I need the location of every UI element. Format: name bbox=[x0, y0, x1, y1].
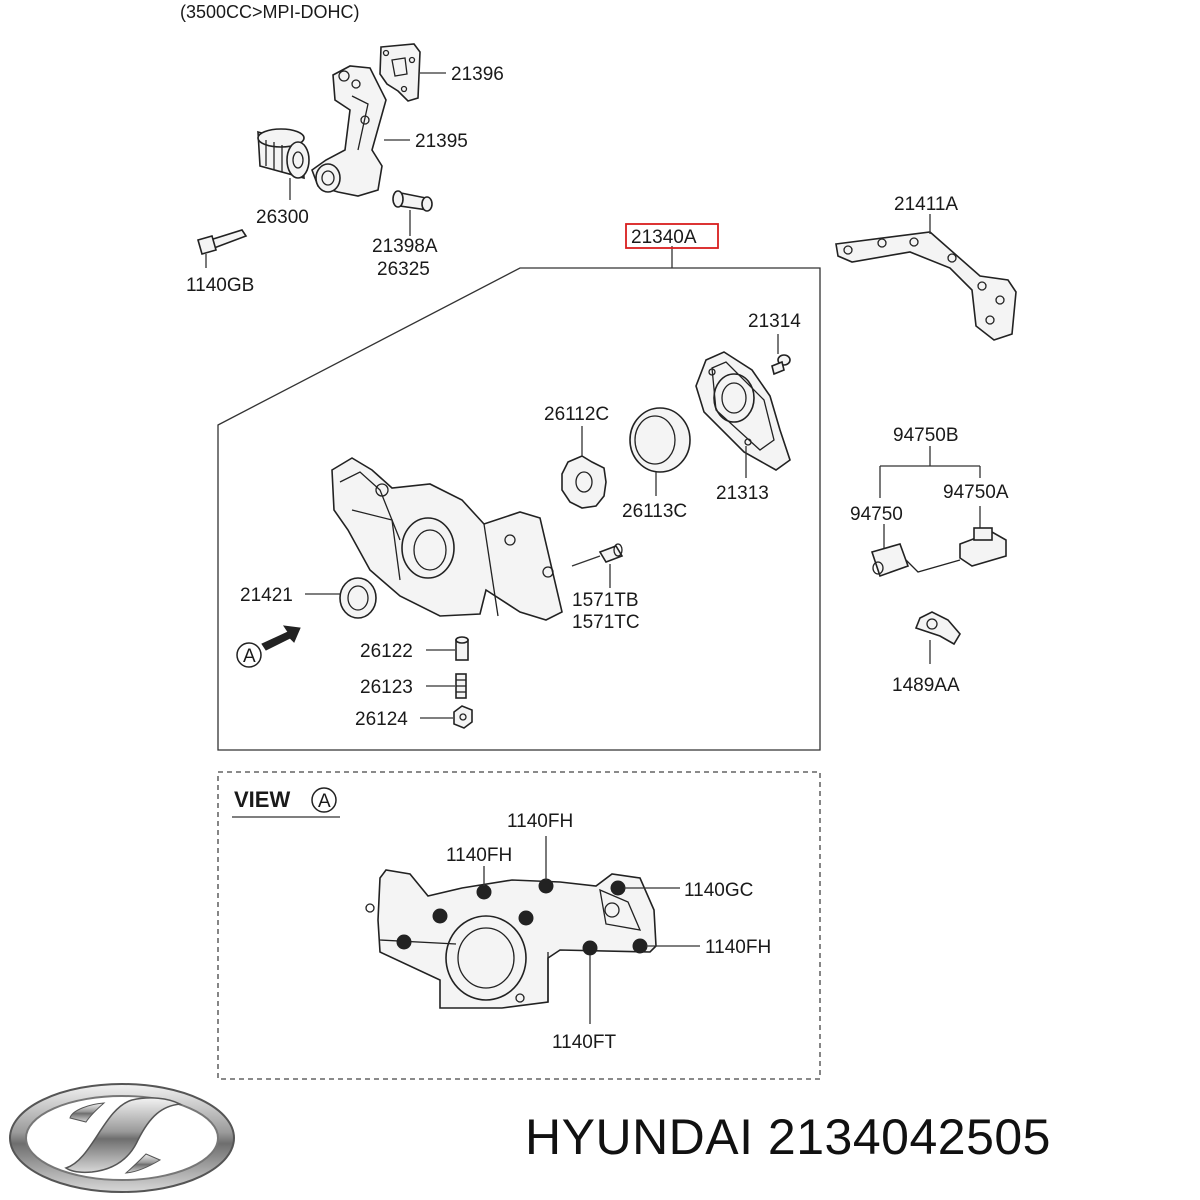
spring-26123-drawing bbox=[455, 673, 467, 699]
bracket-21395-drawing bbox=[311, 65, 387, 197]
sensor-94750-drawing bbox=[870, 527, 1007, 578]
part-26112c-label: 26112C bbox=[544, 404, 609, 425]
part-26123-label: 26123 bbox=[360, 677, 413, 698]
brand-part-number-caption: HYUNDAI 2134042505 bbox=[525, 1109, 1051, 1165]
sleeve-26122-drawing bbox=[455, 636, 469, 661]
pump-rear-view-drawing bbox=[365, 869, 657, 1009]
view-direction-arrow bbox=[261, 625, 301, 651]
view-title-marker-circle bbox=[311, 787, 337, 813]
part-21411a-label: 21411A bbox=[894, 194, 958, 215]
oil-filter-26300-drawing bbox=[257, 128, 310, 180]
main-assembly-boundary bbox=[217, 267, 821, 751]
view-title-marker-letter: A bbox=[318, 791, 331, 812]
nut-26124-drawing bbox=[453, 705, 473, 729]
oil-pump-housing-drawing bbox=[331, 457, 563, 621]
part-26113c-label: 26113C bbox=[622, 501, 687, 522]
inner-rotor-26112c-drawing bbox=[561, 455, 607, 509]
part-26300-label: 26300 bbox=[256, 207, 309, 228]
part-21421-label: 21421 bbox=[240, 585, 293, 606]
view-a-marker-circle bbox=[236, 642, 262, 668]
bolt-1140gb-drawing bbox=[197, 229, 248, 255]
seal-21421-drawing bbox=[339, 577, 377, 619]
part-1489aa-label: 1489AA bbox=[892, 675, 960, 696]
part-1140gb-label: 1140GB bbox=[186, 275, 254, 296]
view-a-panel bbox=[217, 771, 821, 1080]
part-94750b-label: 94750B bbox=[893, 425, 959, 446]
bolt-1140ft-label: 1140FT bbox=[552, 1032, 616, 1053]
bolt-1140gc-label: 1140GC bbox=[684, 880, 753, 901]
gasket-21396-drawing bbox=[379, 43, 421, 102]
part-21395-label: 21395 bbox=[415, 131, 468, 152]
part-1571tc-label: 1571TC bbox=[572, 612, 640, 633]
part-94750a-label: 94750A bbox=[943, 482, 1009, 503]
screw-21314-drawing bbox=[771, 354, 791, 376]
bolt-1140fh-top-label: 1140FH bbox=[507, 811, 573, 832]
view-a-marker-letter: A bbox=[243, 646, 256, 667]
part-26325-label: 26325 bbox=[377, 259, 430, 280]
gasket-21411a-drawing bbox=[835, 231, 1017, 341]
bolt-1140fh-left-label: 1140FH bbox=[446, 845, 512, 866]
part-21340a-highlight bbox=[625, 223, 719, 249]
part-21314-label: 21314 bbox=[748, 311, 801, 332]
part-1571tb-label: 1571TB bbox=[572, 590, 639, 611]
part-26124-label: 26124 bbox=[355, 709, 408, 730]
bolt-21398a-drawing bbox=[392, 190, 433, 212]
part-21396-label: 21396 bbox=[451, 64, 504, 85]
outer-rotor-26113c-drawing bbox=[629, 407, 691, 473]
part-21398a-label: 21398A bbox=[372, 236, 438, 257]
part-21313-label: 21313 bbox=[716, 483, 769, 504]
part-21340a-label: 21340A bbox=[631, 227, 697, 248]
part-26122-label: 26122 bbox=[360, 641, 413, 662]
cover-21313-drawing bbox=[695, 351, 791, 471]
plug-1571tb-drawing bbox=[598, 543, 624, 563]
engine-spec-label: (3500CC>MPI-DOHC) bbox=[180, 2, 360, 22]
clip-1489aa-drawing bbox=[914, 611, 961, 646]
bolt-1140fh-right-label: 1140FH bbox=[705, 937, 771, 958]
view-title: VIEW bbox=[234, 787, 290, 812]
part-94750-label: 94750 bbox=[850, 504, 903, 525]
hyundai-logo bbox=[9, 1083, 235, 1193]
